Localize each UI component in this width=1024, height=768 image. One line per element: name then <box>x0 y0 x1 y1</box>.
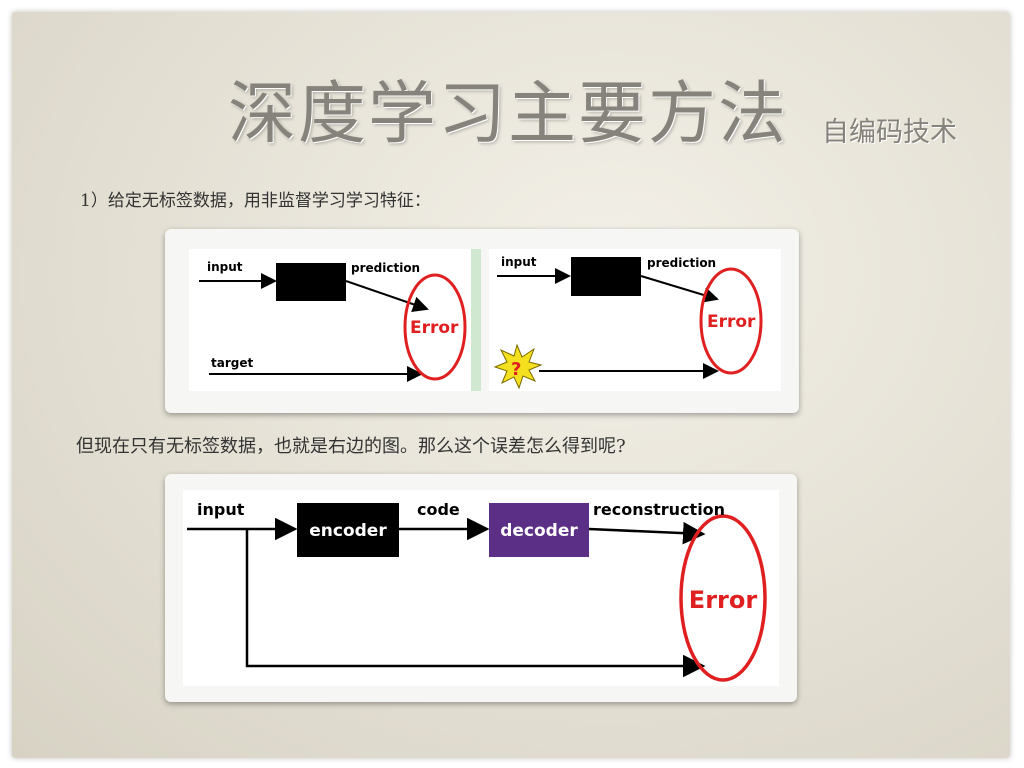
burst-icon <box>493 343 543 390</box>
unsupervised-panel: ? input prediction Error <box>489 249 781 391</box>
error-label: Error <box>410 318 459 338</box>
decoder-label: decoder <box>500 521 578 541</box>
error-label: Error <box>707 312 756 332</box>
input-feedback-arrow <box>245 529 706 678</box>
autoencoder-diagram-frame: encoder decoder input code reconstructio… <box>165 474 797 702</box>
prediction-arrow <box>345 280 429 312</box>
encoder-box <box>297 503 399 557</box>
supervised-diagram: input prediction Error target <box>199 249 481 391</box>
prediction-label: prediction <box>647 256 716 270</box>
target-label: target <box>211 356 253 370</box>
error-label: Error <box>689 586 758 614</box>
autoencoder-diagram: encoder decoder input code reconstructio… <box>187 500 767 682</box>
decoder-box <box>489 503 589 557</box>
model-box <box>276 263 346 301</box>
error-ellipse <box>403 273 467 381</box>
model-box <box>571 257 641 296</box>
panel-edge-stripe <box>471 249 481 391</box>
error-ellipse <box>679 514 767 682</box>
reconstruction-label: reconstruction <box>593 500 725 519</box>
question-text: 但现在只有无标签数据，也就是右边的图。那么这个误差怎么得到呢? <box>76 436 626 457</box>
error-ellipse <box>699 267 763 375</box>
code-label: code <box>417 500 460 519</box>
input-label: input <box>501 255 537 269</box>
autoencoder-panel: encoder decoder input code reconstructio… <box>183 490 779 686</box>
input-label: input <box>207 260 243 274</box>
supervised-panel: input prediction Error target <box>189 249 481 391</box>
prediction-label: prediction <box>351 261 420 275</box>
supervised-diagram-frame: input prediction Error target ? input pr… <box>165 229 799 413</box>
question-mark: ? <box>511 359 521 380</box>
unsupervised-diagram: ? input prediction Error <box>493 255 763 390</box>
slide-title: 深度学习主要方法 <box>228 75 789 154</box>
input-label: input <box>197 500 245 519</box>
encoder-label: encoder <box>309 521 387 541</box>
reconstruction-arrow <box>588 521 706 545</box>
slide-subtitle: 自编码技术 <box>822 117 957 148</box>
point-1-text: 1）给定无标签数据，用非监督学习学习特征： <box>80 191 431 211</box>
